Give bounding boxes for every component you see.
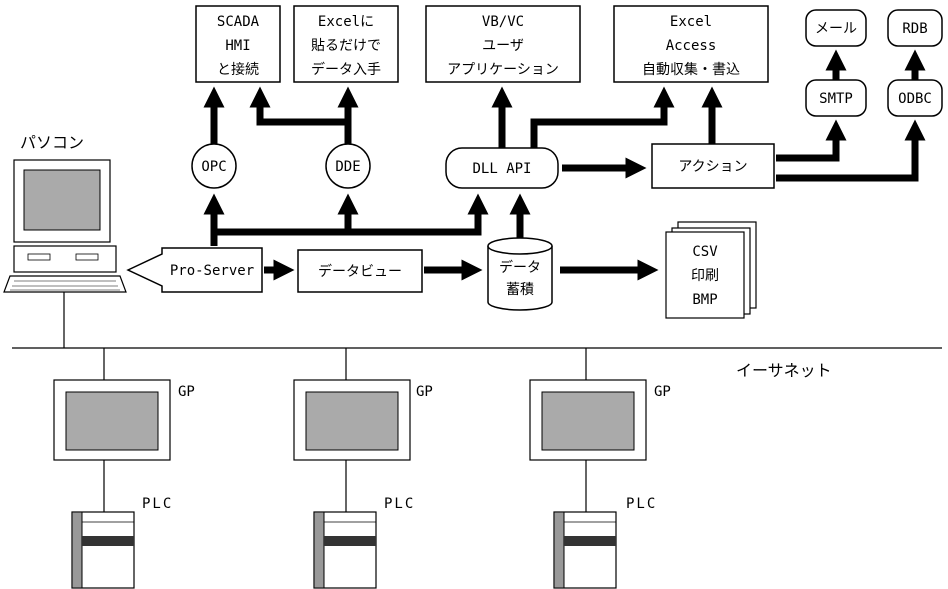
plc-unit — [553, 511, 617, 589]
output-files-line-3: BMP — [692, 292, 717, 308]
pc-icon — [3, 159, 127, 348]
plc-label: PLC — [626, 496, 657, 512]
box-scada-line-2: HMI — [225, 38, 250, 54]
plc-label: PLC — [142, 496, 173, 512]
box-smtp-label: SMTP — [819, 91, 853, 107]
gp-panel — [53, 379, 171, 461]
box-odbc-label: ODBC — [898, 91, 932, 107]
node-opc-label: OPC — [201, 159, 226, 175]
node-dll-api: DLL API — [445, 147, 559, 189]
box-vbvc-line-2: ユーザ — [482, 38, 524, 54]
box-smtp: SMTP — [805, 79, 867, 117]
data-view-label: データビュー — [318, 263, 402, 280]
node-opc: OPC — [191, 143, 237, 189]
box-action-label: アクション — [678, 159, 747, 175]
output-files-line-1: CSV — [692, 244, 718, 260]
box-excel-access: Excel Access 自動収集・書込 — [613, 5, 769, 83]
box-vbvc-line-1: VB/VC — [482, 14, 524, 30]
gp-label: GP — [416, 384, 433, 400]
box-excel-paste-line-2: 貼るだけで — [311, 38, 381, 54]
box-action: アクション — [651, 143, 775, 189]
data-view-box: データビュー — [297, 249, 423, 293]
storage-line-2: 蓄積 — [506, 282, 534, 298]
box-scada-line-3: と接続 — [217, 61, 259, 78]
box-excel-access-line-1: Excel — [670, 14, 712, 30]
gp-label: GP — [654, 384, 671, 400]
box-vbvc: VB/VC ユーザ アプリケーション — [425, 5, 581, 83]
box-mail: メール — [805, 9, 867, 47]
connectors-upper — [203, 49, 926, 281]
node-dll-api-label: DLL API — [472, 161, 531, 177]
pro-server-label: Pro-Server — [170, 263, 254, 279]
box-odbc: ODBC — [887, 79, 943, 117]
box-excel-access-line-3: 自動収集・書込 — [642, 61, 740, 78]
box-rdb-label: RDB — [902, 21, 927, 37]
gp-panel — [529, 379, 647, 461]
box-excel-paste-line-1: Excelに — [318, 14, 374, 30]
gp-panel — [293, 379, 411, 461]
output-files-stack: CSV 印刷 BMP — [665, 221, 757, 319]
box-excel-access-line-2: Access — [666, 38, 717, 54]
box-mail-label: メール — [815, 21, 857, 37]
pro-server-box: Pro-Server — [126, 247, 263, 293]
plc-label: PLC — [384, 496, 415, 512]
pc-label: パソコン — [20, 133, 84, 152]
node-dde: DDE — [325, 143, 371, 189]
box-vbvc-line-3: アプリケーション — [447, 62, 559, 78]
box-excel-paste: Excelに 貼るだけで データ入手 — [293, 5, 399, 83]
output-files-line-2: 印刷 — [691, 268, 719, 284]
box-scada: SCADA HMI と接続 — [195, 5, 281, 83]
node-dde-label: DDE — [335, 159, 360, 175]
box-rdb: RDB — [887, 9, 943, 47]
station-3: GP PLC — [529, 348, 671, 589]
box-excel-paste-line-3: データ入手 — [311, 61, 381, 78]
box-scada-line-1: SCADA — [217, 14, 260, 30]
ethernet-label: イーサネット — [736, 361, 832, 380]
station-1: GP PLC — [53, 348, 195, 589]
storage-line-1: データ — [499, 259, 541, 276]
storage-cylinder: データ 蓄積 — [487, 237, 553, 311]
station-2: GP PLC — [293, 348, 433, 589]
gp-label: GP — [178, 384, 195, 400]
plc-unit — [71, 511, 135, 589]
plc-unit — [313, 511, 377, 589]
